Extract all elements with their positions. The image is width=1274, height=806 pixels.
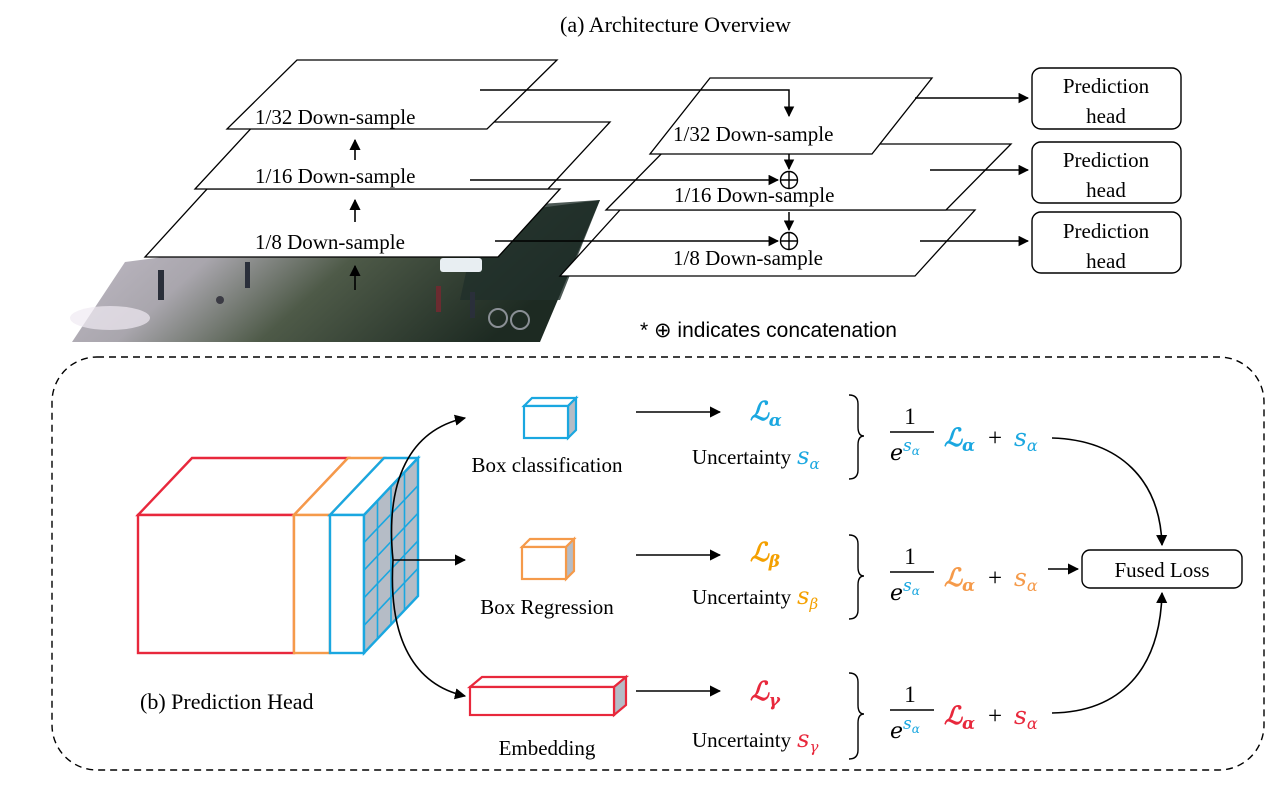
- prediction-head-panel: [51, 356, 1265, 771]
- loss-arrows: [636, 406, 722, 697]
- fraction-denominator: esα: [890, 436, 920, 466]
- branch-label-reg: Box Regression: [480, 595, 614, 619]
- regularizer-term: sα: [1014, 563, 1038, 595]
- fpn-layer-8-label: 1/8 Down-sample: [673, 246, 823, 270]
- weighted-loss-formula-1: 1 esα ℒα + sα: [890, 404, 1038, 466]
- fused-loss-box: Fused Loss: [1081, 549, 1243, 589]
- weighted-loss-term: ℒα: [944, 563, 975, 596]
- fpn-layer-32-label: 1/32 Down-sample: [673, 122, 833, 146]
- weighted-loss-term: ℒα: [944, 701, 975, 734]
- prediction-head-title: (b) Prediction Head: [140, 689, 314, 714]
- fpn-layer-8: 1/8 Down-sample: [558, 209, 977, 277]
- fraction-numerator: 1: [904, 404, 916, 429]
- plus-sign: +: [988, 425, 1002, 452]
- backbone-layer-32-label: 1/32 Down-sample: [255, 105, 415, 129]
- svg-text:ℒβ: ℒβ: [750, 538, 780, 572]
- svg-text:Prediction: Prediction: [1063, 148, 1150, 172]
- weighted-loss-term: ℒα: [944, 423, 975, 456]
- svg-text:head: head: [1086, 249, 1126, 273]
- svg-text:head: head: [1086, 104, 1126, 128]
- svg-text:ℒγ: ℒγ: [750, 677, 781, 711]
- backbone-layer-8-label: 1/8 Down-sample: [255, 230, 405, 254]
- svg-text:Prediction: Prediction: [1063, 74, 1150, 98]
- fused-arrows: [1048, 437, 1168, 714]
- branch-label-cls: Box classification: [471, 453, 623, 477]
- feature-block: [135, 454, 421, 657]
- fpn-layer-16: 1/16 Down-sample: [604, 143, 1013, 211]
- fraction-numerator: 1: [904, 544, 916, 569]
- fpn-layer-16-label: 1/16 Down-sample: [674, 183, 834, 207]
- backbone-layer-16-label: 1/16 Down-sample: [255, 164, 415, 188]
- fraction-denominator: esα: [890, 576, 920, 606]
- plus-sign: +: [988, 565, 1002, 592]
- concat-symbol-8: [779, 231, 799, 251]
- fraction-numerator: 1: [904, 682, 916, 707]
- weighted-loss-formula-3: 1 esα ℒα + sα: [890, 682, 1038, 744]
- fraction-denominator: esα: [890, 714, 920, 744]
- prediction-head-1: Prediction head: [1031, 67, 1182, 130]
- reg-cube-icon: [519, 536, 577, 582]
- branch-label-emb: Embedding: [499, 736, 596, 760]
- svg-text:ℒα: ℒα: [750, 397, 782, 431]
- prediction-head-2: Prediction head: [1031, 141, 1182, 204]
- concat-note: * ⊕ indicates concatenation: [640, 319, 897, 342]
- overview-title: (a) Architecture Overview: [560, 12, 791, 37]
- plus-sign: +: [988, 703, 1002, 730]
- braces: [848, 394, 865, 760]
- backbone-layer-8: 1/8 Down-sample: [143, 188, 562, 258]
- concat-symbol-16: [779, 170, 799, 190]
- cls-cube-icon: [521, 395, 579, 441]
- fpn-to-head-arrows: [915, 92, 1030, 247]
- regularizer-term: sα: [1014, 701, 1038, 733]
- embedding-bar-icon: [466, 674, 630, 718]
- prediction-head-3: Prediction head: [1031, 211, 1182, 274]
- svg-text:Prediction: Prediction: [1063, 219, 1150, 243]
- svg-text:Fused Loss: Fused Loss: [1114, 558, 1209, 582]
- backbone-layer-32: 1/32 Down-sample: [225, 59, 559, 130]
- lateral-connections: [470, 89, 795, 247]
- branch-arrows: [390, 414, 467, 700]
- backbone-layer-16: 1/16 Down-sample: [193, 121, 612, 190]
- regularizer-term: sα: [1014, 423, 1038, 455]
- svg-text:head: head: [1086, 178, 1126, 202]
- weighted-loss-formula-2: 1 esα ℒα + sα: [890, 544, 1038, 606]
